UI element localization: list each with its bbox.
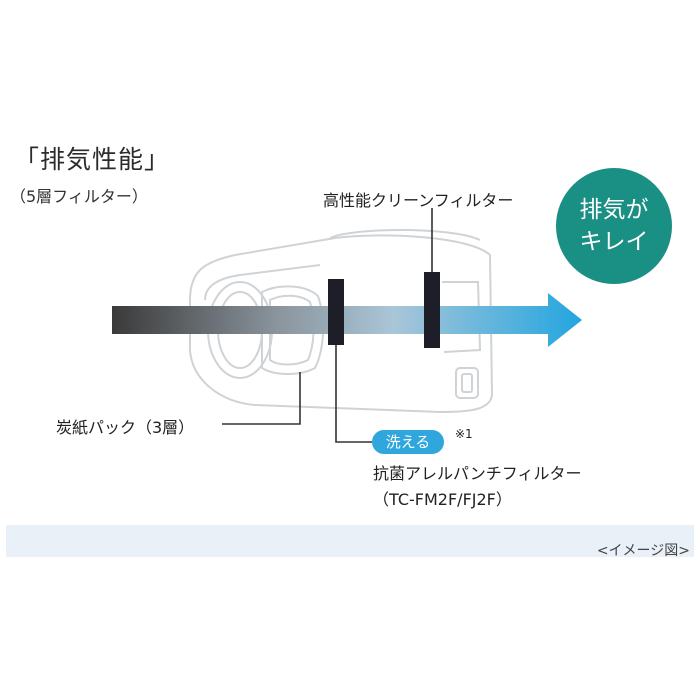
leader-lines bbox=[222, 208, 433, 443]
page-title: 「排気性能」 bbox=[14, 145, 171, 174]
clean-exhaust-badge: 排気が キレイ bbox=[556, 168, 672, 284]
footnote-mark: ※1 bbox=[455, 427, 473, 441]
image-caption: <イメージ図> bbox=[596, 543, 690, 559]
paper-bag-label: 炭紙パック（3層） bbox=[56, 418, 195, 437]
vacuum-illustration bbox=[112, 208, 582, 443]
washable-badge: 洗える bbox=[372, 430, 444, 454]
hepa-filter bbox=[424, 272, 440, 348]
airflow-arrow bbox=[112, 293, 582, 347]
hepa-filter-label: 高性能クリーンフィルター bbox=[323, 191, 514, 210]
footer-band bbox=[6, 525, 694, 557]
allergen-filter-label: 抗菌アレルパンチフィルター bbox=[373, 464, 582, 483]
allergen-filter bbox=[328, 279, 344, 345]
badge-line-1: 排気が bbox=[579, 197, 649, 223]
page-subtitle: （5層フィルター） bbox=[10, 187, 148, 206]
badge-line-2: キレイ bbox=[579, 229, 649, 255]
model-numbers-label: （TC-FM2F/FJ2F） bbox=[373, 490, 512, 509]
